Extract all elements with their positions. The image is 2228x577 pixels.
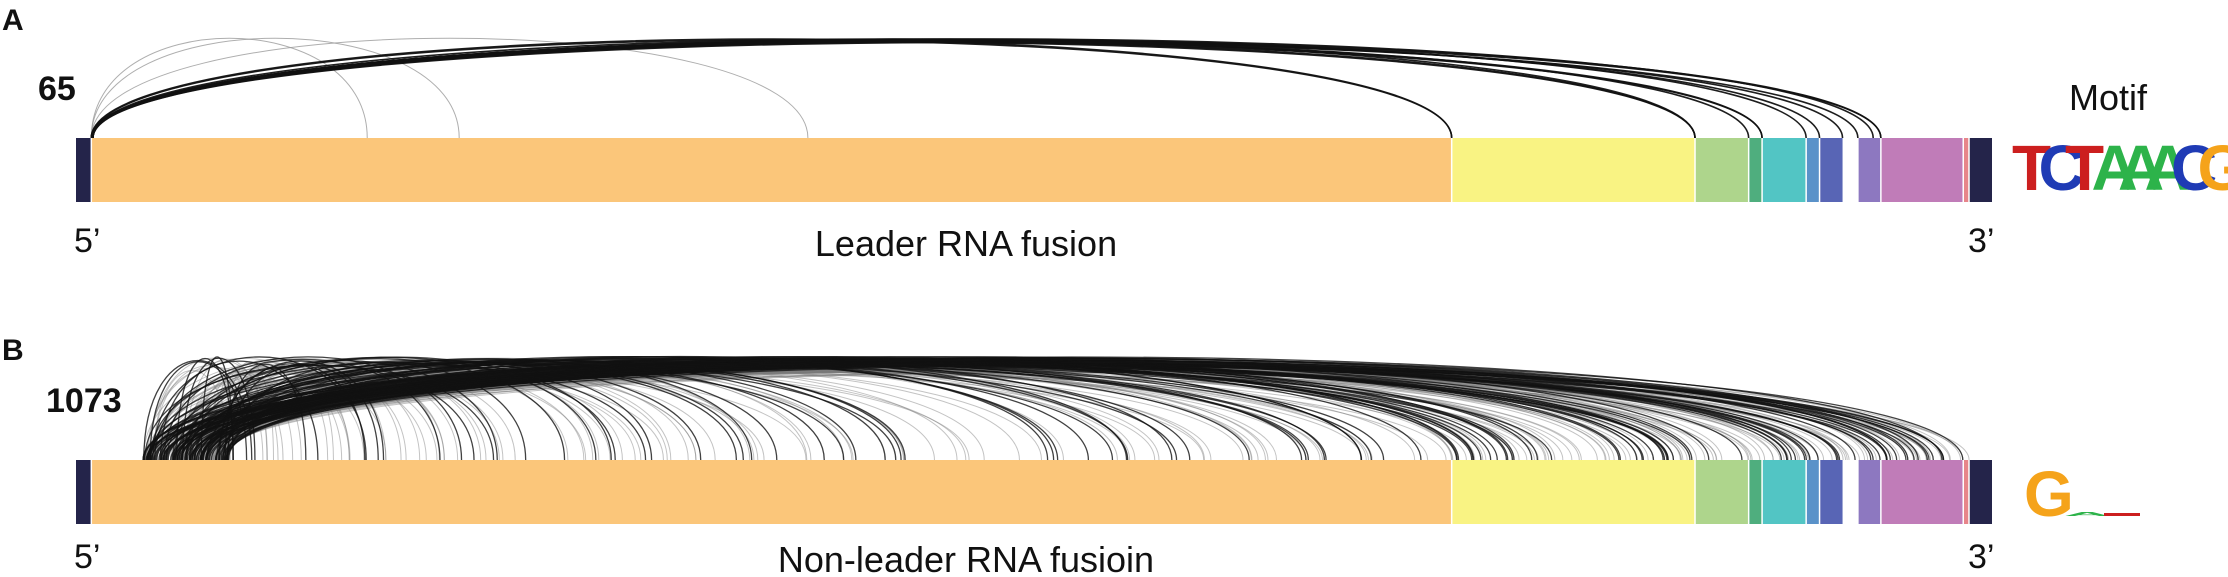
fusion-arc-dark-b [163,358,441,461]
motif-letter: A [2118,132,2164,204]
panel-letter-a: A [2,4,24,37]
fusion-arcs-b [142,355,1970,461]
three-prime-label-a: 3’ [1968,222,1994,260]
segment-5utr-b [76,460,92,524]
fusion-arc-dark-b [185,360,498,461]
fusion-arc-light-b [142,357,459,461]
fusion-arc-dark-a [91,39,1882,139]
three-prime-label-b: 3’ [1968,538,1994,576]
fusion-arcs-a [90,37,1882,139]
fusion-arc-dark-a [92,38,1807,139]
segment-orf8-a [1857,138,1881,202]
panel-a: A 65 5’ 3’ Leader RNA fusion Motif TCTAA… [2,4,2228,264]
fusion-arc-dark-b [193,362,738,461]
segment-n-b [1880,460,1964,524]
segment-orf10-a [1963,138,1970,202]
segment-orf1ab-b [91,460,1452,524]
fusion-arc-dark-b [199,359,1622,461]
fusion-arc-dark-b [152,356,367,461]
motif-mark [2104,513,2140,516]
segment-orf7-b [1819,460,1843,524]
caption-b: Non-leader RNA fusioin [778,539,1154,577]
five-prime-label-a: 5’ [74,222,100,260]
motif-letter: G [2024,458,2074,530]
fusion-arc-dark-a [92,39,1750,139]
motif-letter: G [2198,132,2228,204]
genome-bar-b [76,460,1992,524]
motif-letter: T [2065,132,2104,204]
motif-letter: A [2064,511,2110,517]
segment-5utr-a [76,138,92,202]
fusion-arc-dark-b [188,355,1173,461]
fusion-arc-dark-a [92,40,1882,139]
segment-m-a [1762,138,1807,202]
motif-letter: C [2039,132,2085,204]
caption-a: Leader RNA fusion [815,223,1117,264]
segment-n-a [1880,138,1964,202]
fusion-arc-dark-a [90,38,1875,139]
fusion-arc-light-a [90,37,460,139]
fusion-arc-dark-a [91,39,1453,139]
segment-s-a [1451,138,1696,202]
motif-letter: A [2092,132,2138,204]
segment-orf10-b [1963,460,1970,524]
fusion-arc-dark-a [91,40,1844,139]
segment-orf8-b [1857,460,1881,524]
motif-title: Motif [2069,77,2148,118]
segment-3utr-a [1969,138,1992,202]
segment-e-a [1748,138,1763,202]
panel-b: B 1073 5’ 3’ Non-leader RNA fusioin GA [2,334,2140,577]
fusion-arc-dark-b [144,364,495,461]
genome-bar-a [76,138,1992,202]
fusion-count-a: 65 [38,70,76,108]
fusion-arc-dark-b [165,359,702,461]
fusion-arc-dark-b [206,362,1655,461]
motif-letter: C [2171,132,2217,204]
fusion-arc-light-a [90,37,809,139]
segment-s-b [1451,460,1696,524]
fusion-arc-light-a [90,37,368,139]
segment-orf6-a [1806,138,1820,202]
fusion-arc-dark-b [178,357,1129,461]
fusion-arc-dark-b [227,357,1363,461]
fusion-arc-dark-b [172,356,1710,461]
fusion-arc-dark-b [191,363,1492,461]
fusion-arc-dark-b [181,356,612,461]
segment-orf7-a [1819,138,1843,202]
segment-orf3a-b [1695,460,1749,524]
motif-letter: T [2012,132,2051,204]
motif-letter: A [2145,132,2191,204]
fusion-arc-dark-a [90,38,1453,139]
segment-m-b [1762,460,1807,524]
panel-letter-b: B [2,334,24,367]
five-prime-label-b: 5’ [74,538,100,576]
fusion-arc-dark-b [154,361,1666,461]
segment-orf3a-a [1695,138,1749,202]
motif-logo-b: GA [2024,458,2140,530]
segment-orf6-b [1806,460,1820,524]
fusion-arc-dark-b [227,363,379,461]
fusion-arc-dark-a [90,39,1821,139]
segment-3utr-b [1969,460,1992,524]
fusion-count-b: 1073 [46,382,122,420]
segment-e-b [1748,460,1763,524]
segment-orf1ab-a [91,138,1452,202]
